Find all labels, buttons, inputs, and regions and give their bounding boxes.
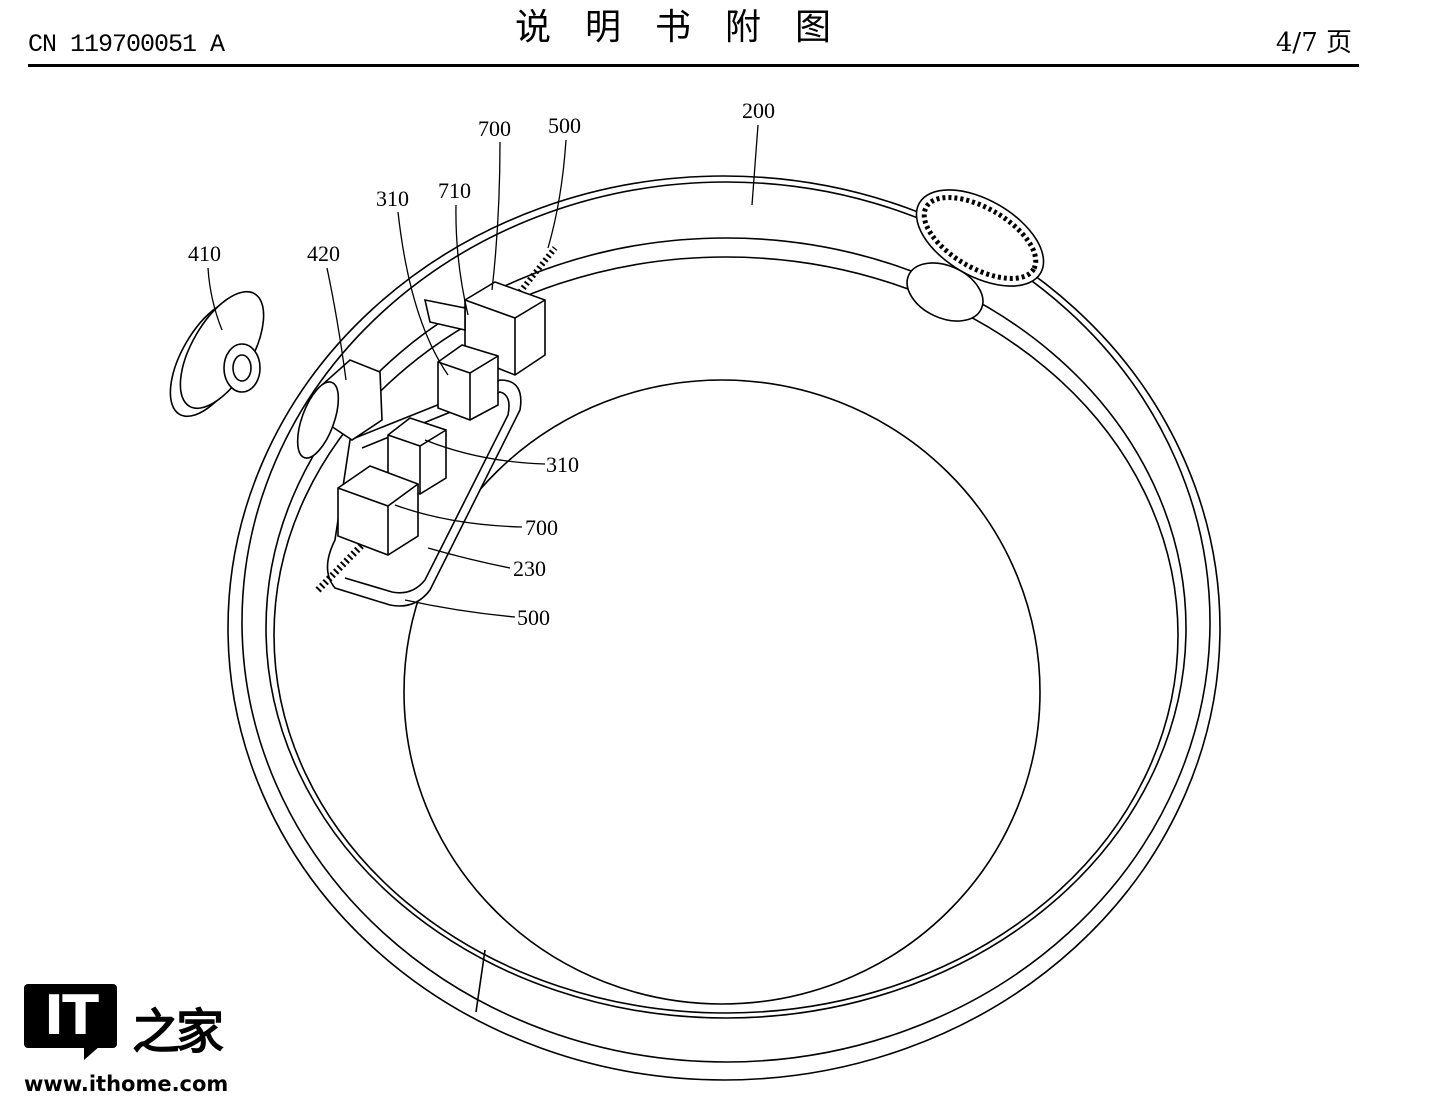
- label-310-mid: 310: [546, 452, 579, 477]
- part-420: [296, 359, 383, 459]
- part-410: [169, 290, 265, 418]
- ithome-logo-mark: IT: [24, 984, 117, 1048]
- label-410: 410: [188, 241, 221, 266]
- label-420: 420: [307, 241, 340, 266]
- outer-case-edge: [227, 175, 1221, 1081]
- label-710: 710: [438, 178, 471, 203]
- speech-bubble-tail: [84, 1046, 100, 1060]
- label-230: 230: [513, 556, 546, 581]
- page-title: 说明书附图: [515, 7, 866, 48]
- spring-500-bottom: [315, 542, 365, 593]
- outer-case-inner-edge: [241, 181, 1211, 1063]
- dial-circle: [403, 379, 1041, 1005]
- page-number: 4/7 页: [1275, 28, 1352, 58]
- label-200: 200: [742, 98, 775, 123]
- block-310-top: [437, 344, 499, 421]
- leader-lines: [207, 124, 759, 618]
- ithome-watermark: IT 之家 www.ithome.com: [24, 984, 228, 1102]
- publication-number: CN 119700051 A: [28, 30, 225, 59]
- crown-icon: [906, 189, 1045, 322]
- block-700-mid: [337, 465, 419, 556]
- spring-500-top: [517, 246, 558, 294]
- bezel-ring: [265, 237, 1187, 1019]
- ithome-url: www.ithome.com: [24, 1072, 229, 1096]
- label-700-top: 700: [478, 116, 511, 141]
- bezel-ring-inner: [273, 256, 1179, 1014]
- label-310-top: 310: [376, 186, 409, 211]
- label-500-top: 500: [548, 113, 581, 138]
- label-500-bottom: 500: [517, 605, 550, 630]
- header-rule: [28, 64, 1359, 67]
- label-700-mid: 700: [525, 515, 558, 540]
- ithome-logo-cn: 之家: [132, 1004, 224, 1060]
